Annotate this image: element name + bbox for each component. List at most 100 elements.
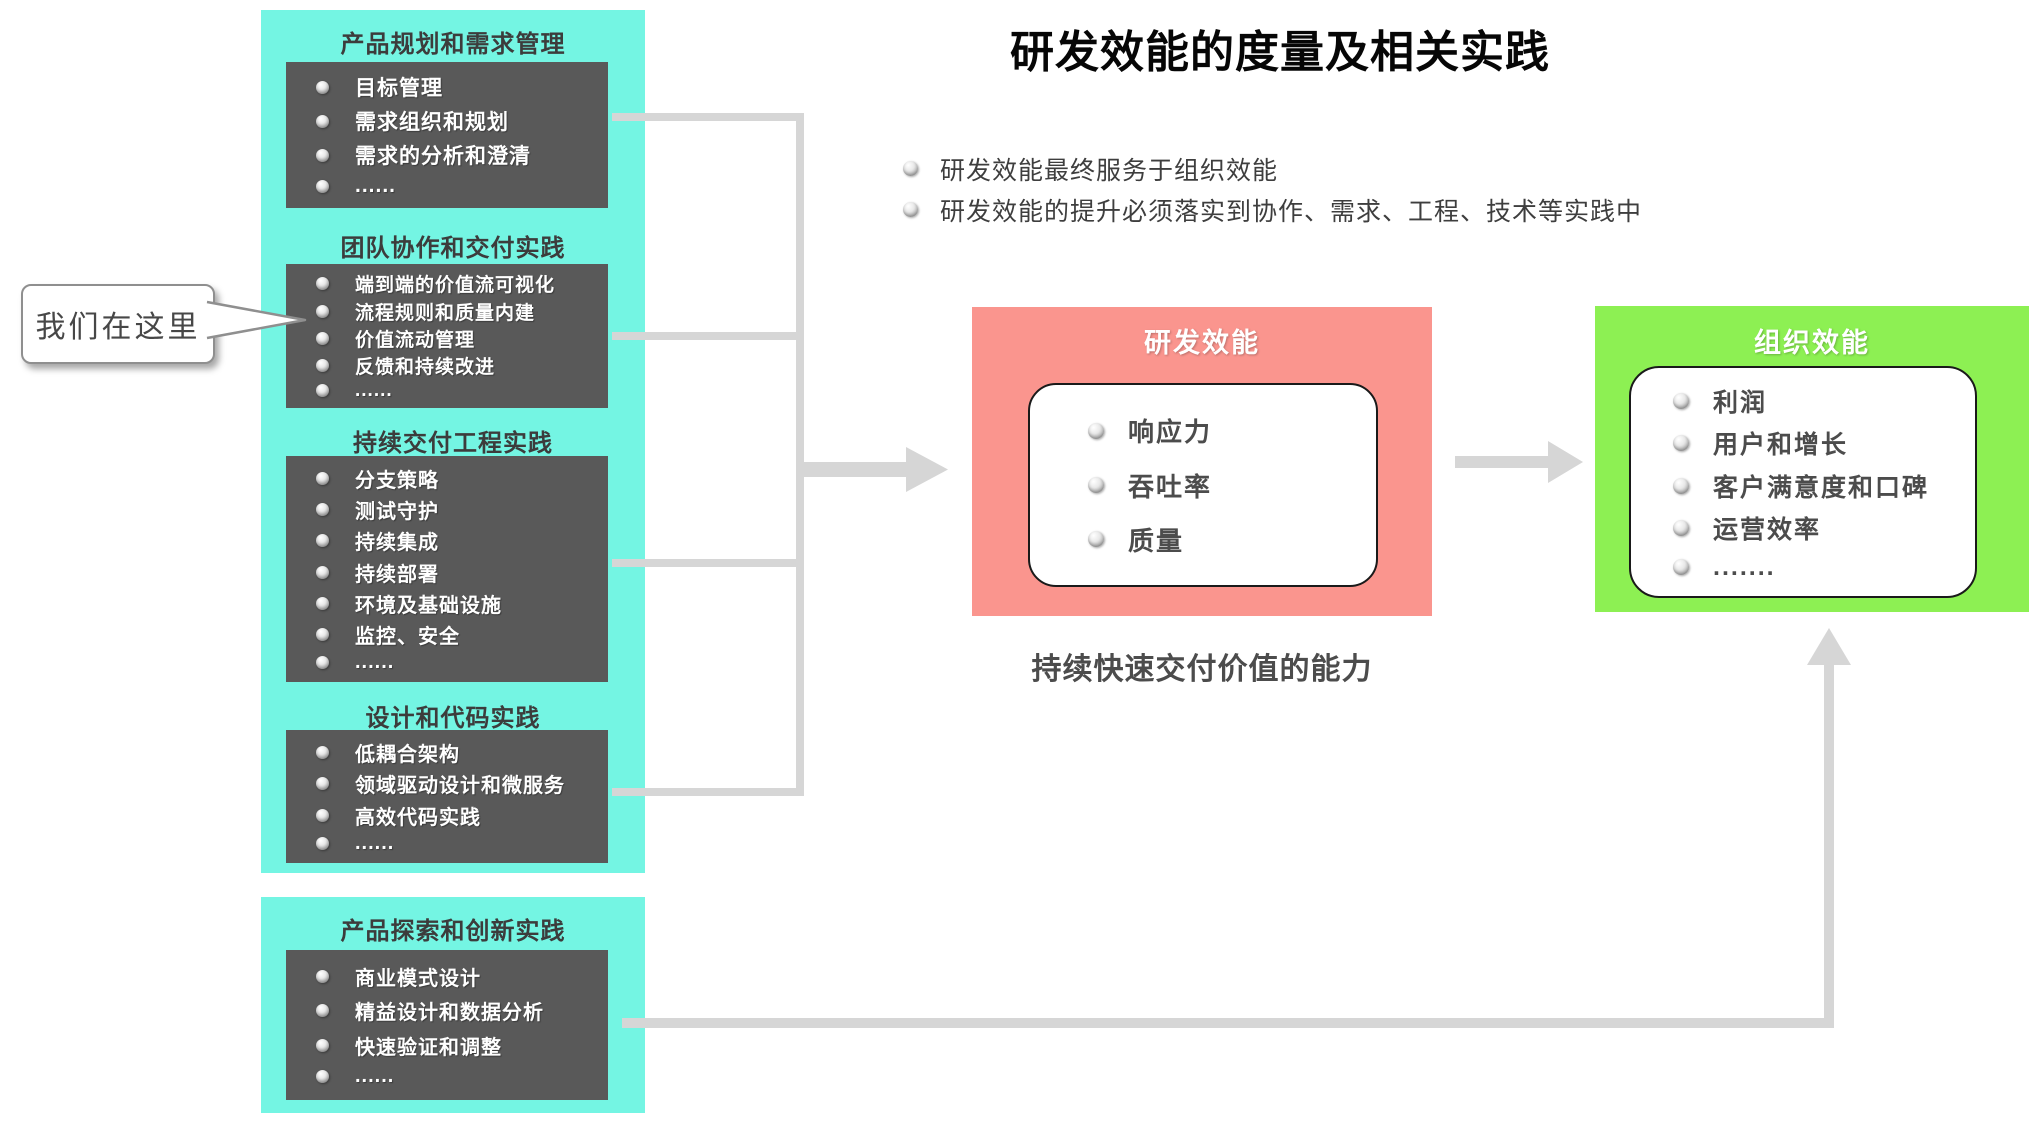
list-item-label: 高效代码实践 xyxy=(355,806,481,829)
rd-caption: 持续快速交付价值的能力 xyxy=(1031,653,1373,686)
bullet-sphere-icon xyxy=(1088,477,1104,493)
list-item: 领域驱动设计和微服务 xyxy=(286,769,608,798)
section-continuous-delivery: 持续交付工程实践 分支策略 测试守护 持续集成 持续部署 环境及基础设施 监控、… xyxy=(261,423,645,682)
list-item: 精益设计和数据分析 xyxy=(286,996,608,1025)
bullet-sphere-icon xyxy=(316,565,329,579)
list-item-label: ...... xyxy=(355,1065,395,1088)
section-item-list: 端到端的价值流可视化 流程规则和质量内建 价值流动管理 反馈和持续改进 ....… xyxy=(286,264,608,408)
bullet-sphere-icon xyxy=(903,161,918,176)
bullet-sphere-icon xyxy=(1088,422,1104,439)
list-item: ...... xyxy=(286,1065,608,1088)
bullet-sphere-icon xyxy=(903,202,918,217)
list-item: 目标管理 xyxy=(286,72,608,102)
arrow-rd-to-org-shaft xyxy=(1455,456,1548,468)
here-callout: 我们在这里 xyxy=(21,284,215,364)
list-item: 商业模式设计 xyxy=(286,962,608,991)
list-item-label: 领域驱动设计和微服务 xyxy=(355,775,565,798)
practice-panel: 产品规划和需求管理 目标管理 需求组织和规划 需求的分析和澄清 ...... 团… xyxy=(261,10,645,873)
list-item-label: 利润 xyxy=(1713,388,1768,417)
list-item: 需求的分析和澄清 xyxy=(286,140,608,170)
intro-bullet-row: 研发效能的提升必须落实到协作、需求、工程、技术等实践中 xyxy=(903,189,1642,230)
list-item: 快速验证和调整 xyxy=(286,1031,608,1060)
list-item-label: ...... xyxy=(355,831,395,854)
list-item: 反馈和持续改进 xyxy=(286,352,608,379)
list-item-label: 持续部署 xyxy=(355,563,439,586)
list-item: 需求组织和规划 xyxy=(286,106,608,136)
arrow-to-rd-head xyxy=(906,447,948,492)
intro-bullet-label: 研发效能的提升必须落实到协作、需求、工程、技术等实践中 xyxy=(940,197,1643,226)
bullet-sphere-icon xyxy=(1673,435,1689,451)
section-header: 团队协作和交付实践 xyxy=(340,235,566,262)
bullet-sphere-icon xyxy=(1673,392,1689,409)
list-item-label: ....... xyxy=(1713,552,1776,581)
list-item: 利润 xyxy=(1631,383,1975,419)
bullet-sphere-icon xyxy=(316,627,329,641)
list-item-label: 端到端的价值流可视化 xyxy=(355,275,556,297)
arrow-rd-to-org-head xyxy=(1548,441,1583,483)
list-item: 高效代码实践 xyxy=(286,801,608,830)
org-effectiveness-box: 组织效能 利润 用户和增长 客户满意度和口碑 运营效率 ....... xyxy=(1595,306,2029,612)
bullet-sphere-icon xyxy=(316,534,329,548)
rd-metrics-list: 响应力 吞吐率 质量 xyxy=(1028,383,1378,587)
list-item: 价值流动管理 xyxy=(286,325,608,352)
bullet-sphere-icon xyxy=(316,777,329,791)
bullet-sphere-icon xyxy=(1088,531,1104,548)
list-item-label: 用户和增长 xyxy=(1713,431,1849,459)
list-item-label: 目标管理 xyxy=(355,77,443,100)
list-item: 用户和增长 xyxy=(1631,425,1975,461)
bullet-sphere-icon xyxy=(316,80,329,94)
section-design-code: 设计和代码实践 低耦合架构 领域驱动设计和微服务 高效代码实践 ...... xyxy=(261,698,645,863)
callout-tail xyxy=(206,300,307,340)
list-item-label: 需求的分析和澄清 xyxy=(355,145,531,168)
list-item-label: 吞吐率 xyxy=(1128,471,1213,502)
list-item: 分支策略 xyxy=(286,464,608,493)
list-item-label: 客户满意度和口碑 xyxy=(1713,473,1930,502)
list-item: ...... xyxy=(286,651,608,674)
section-team-collaboration: 团队协作和交付实践 端到端的价值流可视化 流程规则和质量内建 价值流动管理 反馈… xyxy=(261,228,645,408)
bullet-sphere-icon xyxy=(316,359,329,373)
rd-effectiveness-title: 研发效能 xyxy=(1144,328,1260,358)
list-item: 低耦合架构 xyxy=(286,738,608,767)
list-item: 吞吐率 xyxy=(1030,467,1376,504)
bullet-sphere-icon xyxy=(316,1070,329,1084)
bullet-sphere-icon xyxy=(316,148,329,162)
list-item: 端到端的价值流可视化 xyxy=(286,270,608,297)
here-callout-label: 我们在这里 xyxy=(35,311,201,344)
section-header: 产品规划和需求管理 xyxy=(340,31,566,58)
explore-panel: 产品探索和创新实践 商业模式设计 精益设计和数据分析 快速验证和调整 .....… xyxy=(261,897,645,1113)
section-item-list: 低耦合架构 领域驱动设计和微服务 高效代码实践 ...... xyxy=(286,730,608,863)
list-item: ...... xyxy=(286,380,608,402)
section-product-exploration: 产品探索和创新实践 商业模式设计 精益设计和数据分析 快速验证和调整 .....… xyxy=(261,911,645,1100)
bullet-sphere-icon xyxy=(1673,520,1689,536)
bullet-sphere-icon xyxy=(316,304,329,318)
list-item: 监控、安全 xyxy=(286,620,608,649)
list-item: ...... xyxy=(286,174,608,198)
list-item: ...... xyxy=(286,832,608,855)
bullet-sphere-icon xyxy=(316,1004,329,1018)
list-item-label: 运营效率 xyxy=(1713,516,1822,544)
list-item-label: 质量 xyxy=(1128,525,1185,556)
list-item: 响应力 xyxy=(1030,412,1376,449)
list-item-label: 价值流动管理 xyxy=(355,329,476,351)
section-header: 设计和代码实践 xyxy=(365,705,541,732)
list-item-label: 响应力 xyxy=(1128,417,1213,448)
bullet-sphere-icon xyxy=(316,808,329,822)
explore-arrow-up-head xyxy=(1807,628,1851,665)
list-item: 持续部署 xyxy=(286,558,608,587)
list-item-label: 低耦合架构 xyxy=(355,744,460,767)
explore-arrow-horizontal xyxy=(622,1018,1834,1028)
list-item: 运营效率 xyxy=(1631,510,1975,546)
list-item-label: 环境及基础设施 xyxy=(355,594,502,617)
bullet-sphere-icon xyxy=(316,596,329,610)
list-item: 流程规则和质量内建 xyxy=(286,298,608,325)
list-item: 环境及基础设施 xyxy=(286,589,608,618)
list-item: 质量 xyxy=(1030,521,1376,558)
list-item-label: 分支策略 xyxy=(355,470,439,493)
bullet-sphere-icon xyxy=(316,969,329,983)
list-item-label: 商业模式设计 xyxy=(355,967,481,990)
list-item-label: ...... xyxy=(355,379,393,401)
section-header: 产品探索和创新实践 xyxy=(340,918,566,945)
intro-bullets: 研发效能最终服务于组织效能 研发效能的提升必须落实到协作、需求、工程、技术等实践… xyxy=(903,148,1642,230)
list-item: 持续集成 xyxy=(286,526,608,555)
